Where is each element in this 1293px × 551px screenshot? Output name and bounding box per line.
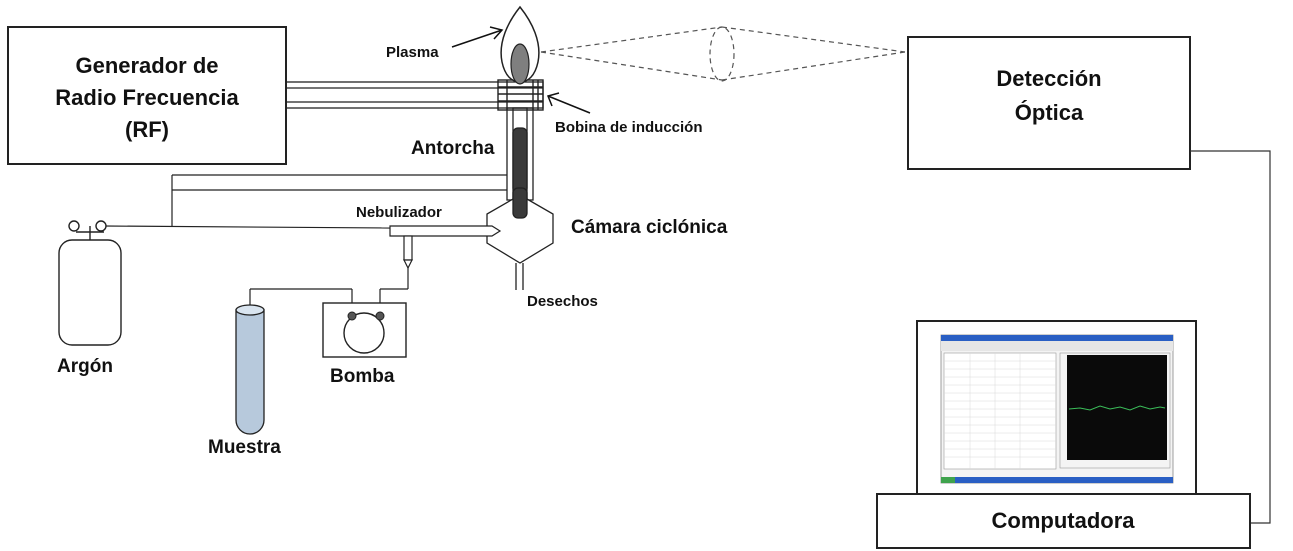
plasma-label: Plasma [386,44,439,61]
argon-lines [103,174,507,229]
chamber-label: Cámara ciclónica [571,217,728,238]
detection-line-2: Óptica [1015,100,1084,125]
detection-line-1: Detección [996,66,1101,91]
induction-coil [497,79,544,111]
rf-generator-box: Generador de Radio Frecuencia (RF) [7,26,287,165]
waste-label: Desechos [527,293,598,310]
label-arrows [451,26,591,114]
sample-label: Muestra [208,437,281,458]
cyclonic-chamber [486,187,554,290]
nebulizer-label: Nebulizador [356,204,442,221]
rf-generator-line-1: Generador de [75,53,218,78]
coil-label: Bobina de inducción [555,119,703,136]
computer-box: Computadora [876,493,1251,549]
rf-generator-line-3: (RF) [125,117,169,142]
optical-path [540,26,906,82]
detector-computer-connector [1190,150,1271,524]
computer-monitor [916,320,1197,496]
sample-tube [235,304,265,435]
torch-label: Antorcha [411,138,495,159]
pump-label: Bomba [330,366,395,387]
rf-generator-line-2: Radio Frecuencia [55,85,239,110]
pump [322,302,407,358]
plasma-flame [500,5,540,85]
optical-detection-box: Detección Óptica [907,36,1191,170]
argon-label: Argón [57,356,113,377]
argon-cylinder [58,220,122,346]
rf-connection [285,81,544,109]
computer-label: Computadora [992,508,1136,533]
nebulizer [389,225,502,270]
